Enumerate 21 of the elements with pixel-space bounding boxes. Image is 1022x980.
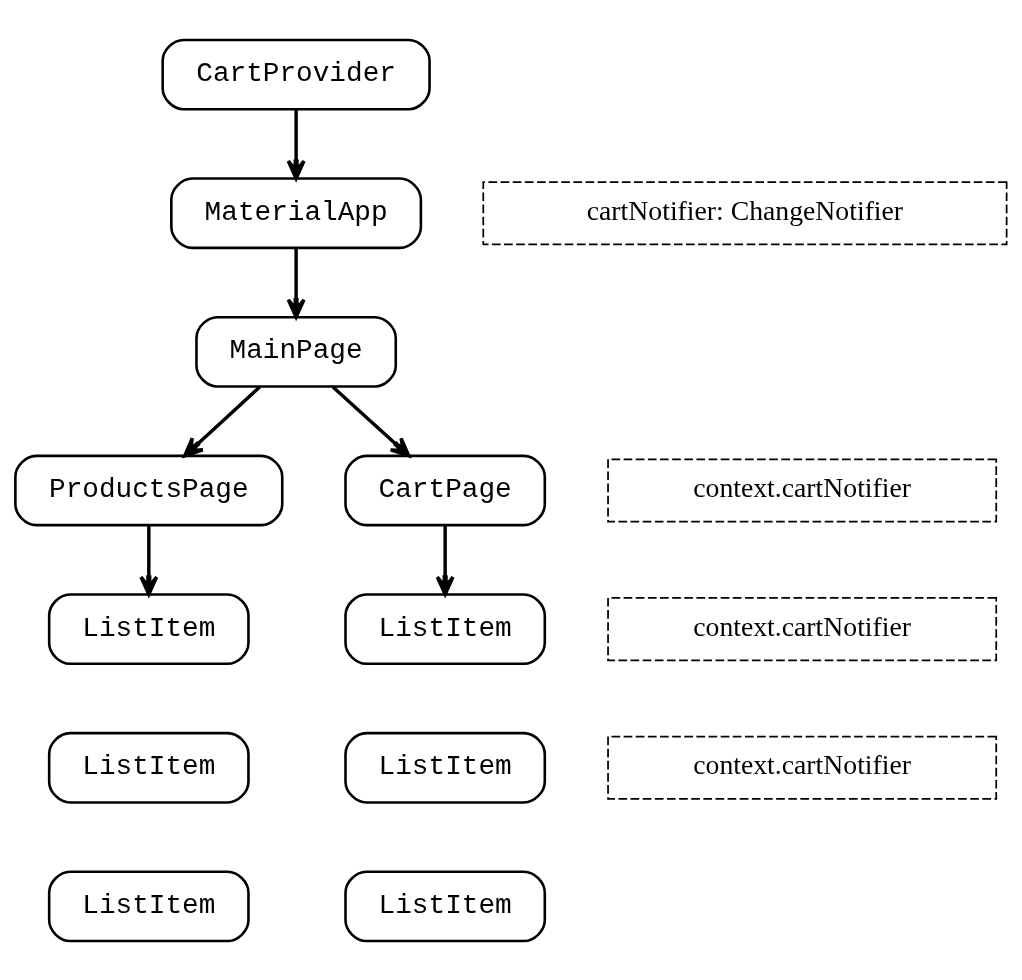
node-box: ListItem <box>47 592 250 665</box>
node-box: ListItem <box>344 731 547 804</box>
arrow <box>435 525 455 596</box>
arrow <box>286 109 306 180</box>
arrow <box>139 525 159 596</box>
arrow <box>286 247 306 319</box>
node-box: CartProvider <box>161 38 431 111</box>
node-box: MainPage <box>195 315 398 388</box>
node-box: CartPage <box>344 454 547 526</box>
node-box: context.cartNotifier <box>607 457 998 523</box>
node-box: ListItem <box>344 592 547 665</box>
node-box: cartNotifier: ChangeNotifier <box>482 180 1008 245</box>
node-box: MaterialApp <box>170 176 423 249</box>
arrow <box>331 385 411 457</box>
node-box: ListItem <box>47 731 250 804</box>
node-box: ListItem <box>344 869 547 942</box>
node-box: context.cartNotifier <box>607 596 998 661</box>
node-box: context.cartNotifier <box>607 735 998 800</box>
node-box: ProductsPage <box>14 454 284 526</box>
arrow <box>183 385 261 457</box>
node-box: ListItem <box>47 869 250 942</box>
